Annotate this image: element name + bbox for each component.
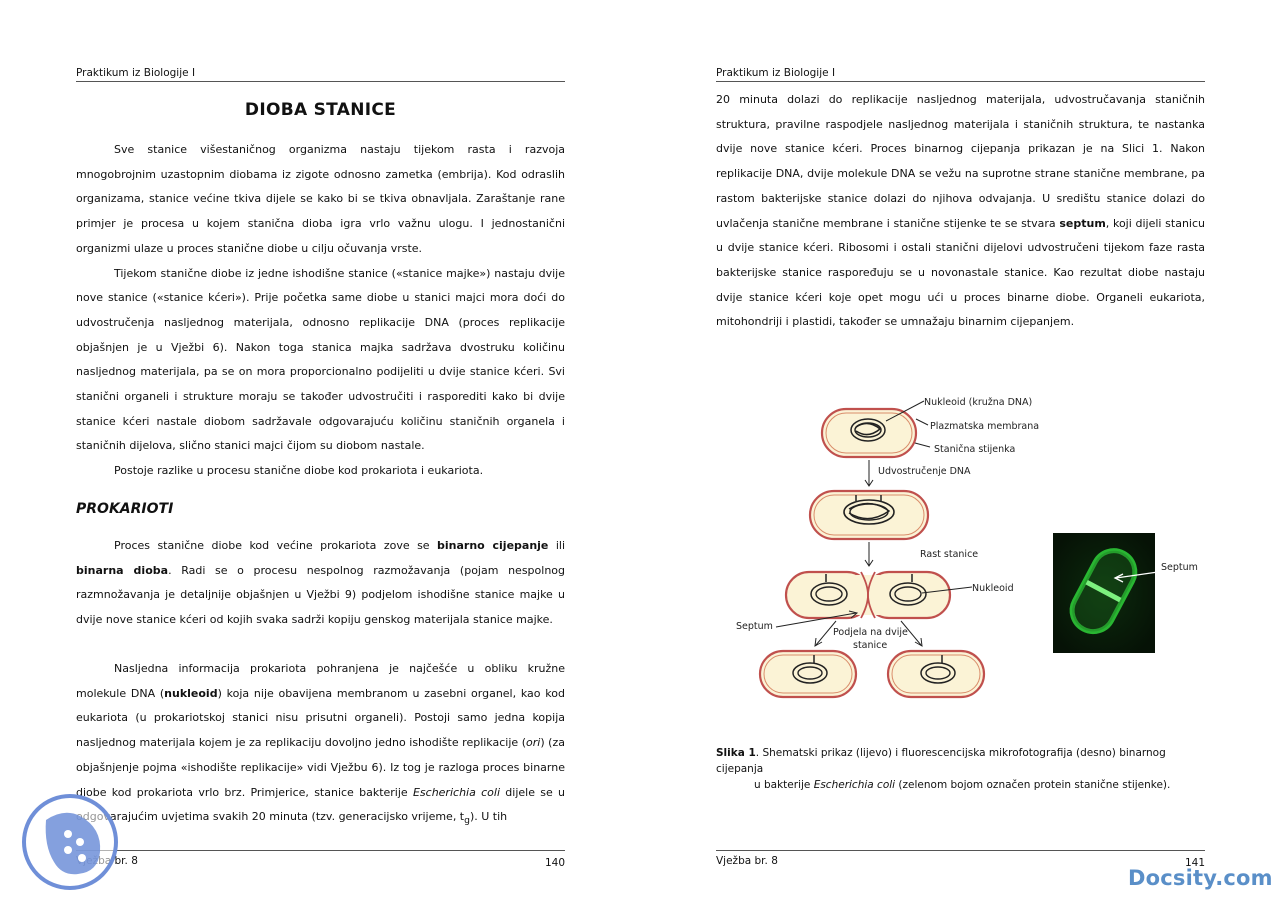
label-nukleoid: Nukleoid xyxy=(972,583,1014,594)
right-footer-label: Vježba br. 8 xyxy=(716,855,778,867)
label-septum-left: Septum xyxy=(736,621,773,632)
left-body-2: Proces stanične diobe kod većine prokari… xyxy=(76,534,565,633)
right-page-header: Praktikum iz Biologije I xyxy=(716,67,1205,82)
left-page: Praktikum iz Biologije I DIOBA STANICE S… xyxy=(76,0,565,905)
right-page-number: 141 xyxy=(1184,857,1205,869)
section-heading-prokarioti: PROKARIOTI xyxy=(76,501,174,517)
paragraph-differences: Postoje razlike u procesu stanične diobe… xyxy=(114,464,484,478)
binary-fission-figure: Nukleoid (kružna DNA) Plazmatska membran… xyxy=(736,397,1198,699)
left-page-number: 140 xyxy=(544,857,565,869)
docsity-watermark[interactable]: Docsity.com xyxy=(1128,866,1273,890)
label-cell-wall: Stanična stijenka xyxy=(934,444,1015,455)
paragraph-fission-continued: 20 minuta dolazi do replikacije nasljedn… xyxy=(716,93,1205,329)
page-title: DIOBA STANICE xyxy=(244,100,397,120)
cell-stage-1 xyxy=(820,407,918,459)
label-cell-growth: Rast stanice xyxy=(920,549,978,560)
label-nukleoid-dna: Nukleoid (kružna DNA) xyxy=(924,397,1032,408)
paragraph-nucleoid: Nasljedna informacija prokariota pohranj… xyxy=(76,662,566,827)
cell-stage-3 xyxy=(784,570,952,620)
docsity-logo-icon xyxy=(22,794,118,890)
cell-stage-2 xyxy=(808,489,930,541)
label-septum-right: Septum xyxy=(1161,562,1198,573)
label-division-line1: Podjela na dvije xyxy=(833,627,908,638)
right-page: Praktikum iz Biologije I 20 minuta dolaz… xyxy=(716,0,1205,905)
label-plasma-membrane: Plazmatska membrana xyxy=(930,421,1039,432)
paragraph-intro: Sve stanice višestaničnog organizma nast… xyxy=(76,143,565,255)
right-body: 20 minuta dolazi do replikacije nasljedn… xyxy=(716,88,1205,335)
paragraph-division: Tijekom stanične diobe iz jedne ishodišn… xyxy=(76,266,565,453)
right-footer-line xyxy=(716,850,1205,851)
left-body: Sve stanice višestaničnog organizma nast… xyxy=(76,138,565,484)
label-dna-replication: Udvostručenje DNA xyxy=(878,466,971,477)
daughter-cell-left xyxy=(758,649,858,699)
label-division-line2: stanice xyxy=(853,640,887,651)
daughter-cell-right xyxy=(886,649,986,699)
left-body-3: Nasljedna informacija prokariota pohranj… xyxy=(76,657,565,834)
paragraph-binary-fission: Proces stanične diobe kod većine prokari… xyxy=(76,539,566,627)
figure-caption: Slika 1. Shematski prikaz (lijevo) i flu… xyxy=(716,747,1171,791)
fluorescence-micrograph xyxy=(1053,533,1159,653)
left-page-header: Praktikum iz Biologije I xyxy=(76,67,565,82)
left-footer-line xyxy=(76,850,565,851)
